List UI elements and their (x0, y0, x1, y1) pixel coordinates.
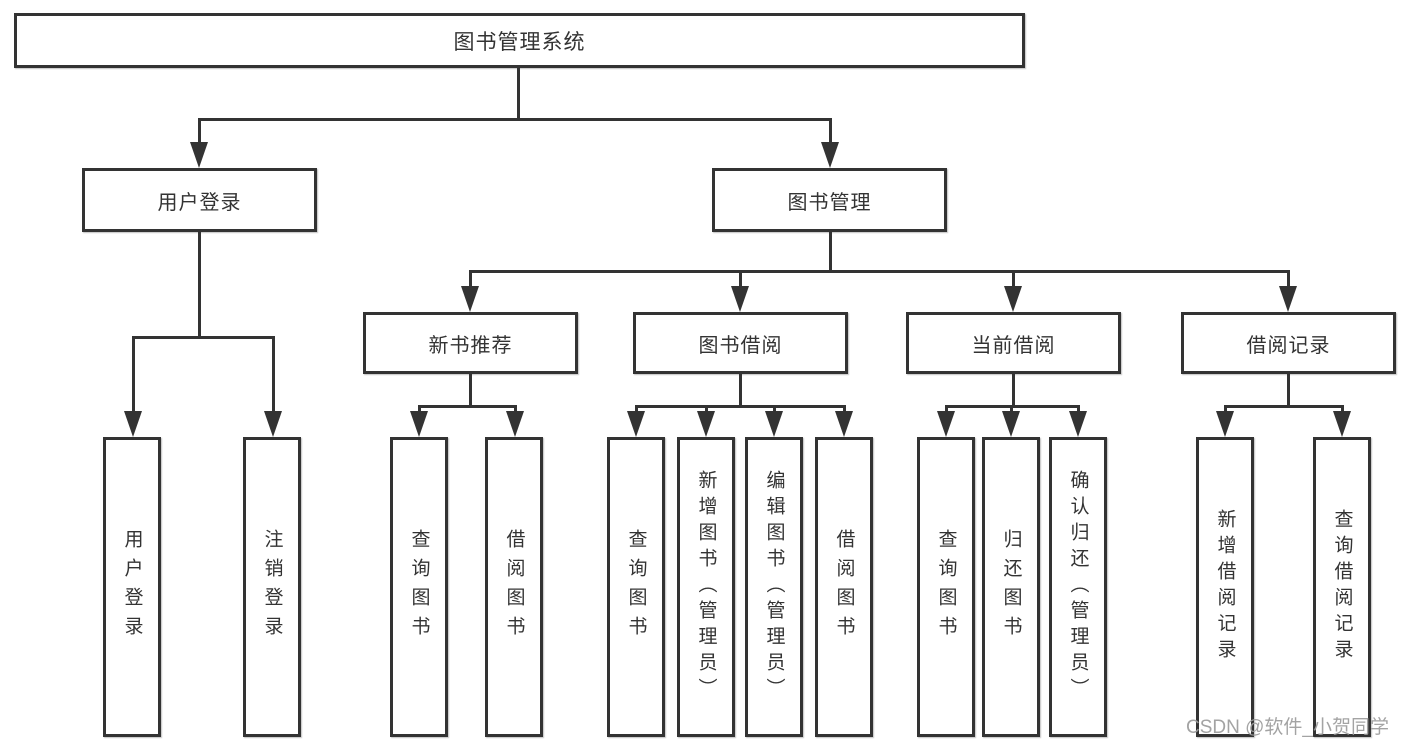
node-query-books-1: 查询图书 (390, 437, 448, 737)
connector-group-split (635, 405, 846, 408)
connector-stem (945, 405, 948, 413)
connector-group-trunk (1287, 374, 1290, 405)
arrow-down-icon (697, 411, 715, 437)
node-return-books: 归还图书 (982, 437, 1040, 737)
arrow-down-icon (1069, 411, 1087, 437)
connector-user-login-split (132, 336, 275, 339)
connector-stem (1341, 405, 1344, 413)
arrow-down-icon (765, 411, 783, 437)
connector-group-trunk (739, 374, 742, 405)
node-query-books-2: 查询图书 (607, 437, 665, 737)
connector-stem (705, 405, 708, 413)
node-current-borrowing: 当前借阅 (906, 312, 1121, 374)
connector-stem (1077, 405, 1080, 413)
node-add-borrow-record: 新增借阅记录 (1196, 437, 1254, 737)
connector-stem (1287, 270, 1290, 288)
connector-stem (829, 118, 832, 144)
node-library-management-system: 图书管理系统 (14, 13, 1025, 68)
node-new-book-recommend: 新书推荐 (363, 312, 578, 374)
arrow-down-icon (1004, 286, 1022, 312)
connector-stem (132, 336, 135, 412)
node-edit-books-admin: 编辑图书（管理员） (745, 437, 803, 737)
connector-stem (272, 336, 275, 412)
connector-stem (469, 270, 472, 288)
node-book-management: 图书管理 (712, 168, 947, 232)
node-user-login-group: 用户登录 (82, 168, 317, 232)
node-borrow-records: 借阅记录 (1181, 312, 1396, 374)
arrow-down-icon (1216, 411, 1234, 437)
connector-stem (1012, 270, 1015, 288)
connector-group-split (1224, 405, 1344, 408)
node-borrow-books-2: 借阅图书 (815, 437, 873, 737)
connector-group-trunk (469, 374, 472, 405)
arrow-down-icon (1002, 411, 1020, 437)
arrow-down-icon (627, 411, 645, 437)
arrow-down-icon (264, 411, 282, 437)
connector-group-split (418, 405, 517, 408)
arrow-down-icon (937, 411, 955, 437)
connector-book-mgmt-trunk (829, 232, 832, 270)
connector-stem (773, 405, 776, 413)
connector-stem (635, 405, 638, 413)
arrow-down-icon (835, 411, 853, 437)
connector-stem (418, 405, 421, 413)
connector-group-trunk (1012, 374, 1015, 405)
arrow-down-icon (461, 286, 479, 312)
connector-stem (739, 270, 742, 288)
arrow-down-icon (821, 142, 839, 168)
node-borrow-books-1: 借阅图书 (485, 437, 543, 737)
node-logout: 注销登录 (243, 437, 301, 737)
node-query-books-3: 查询图书 (917, 437, 975, 737)
connector-level2-split (198, 118, 832, 121)
node-add-books-admin: 新增图书（管理员） (677, 437, 735, 737)
connector-level3-split (469, 270, 1290, 273)
connector-stem (1010, 405, 1013, 413)
arrow-down-icon (190, 142, 208, 168)
connector-stem (198, 118, 201, 144)
node-confirm-return-admin: 确认归还（管理员） (1049, 437, 1107, 737)
arrow-down-icon (410, 411, 428, 437)
connector-root-trunk (517, 68, 520, 118)
arrow-down-icon (1279, 286, 1297, 312)
connector-stem (1224, 405, 1227, 413)
node-user-login: 用户登录 (103, 437, 161, 737)
connector-stem (514, 405, 517, 413)
connector-stem (843, 405, 846, 413)
arrow-down-icon (731, 286, 749, 312)
arrow-down-icon (1333, 411, 1351, 437)
connector-user-login-trunk (198, 232, 201, 336)
arrow-down-icon (506, 411, 524, 437)
node-book-borrowing: 图书借阅 (633, 312, 848, 374)
node-query-borrow-record: 查询借阅记录 (1313, 437, 1371, 737)
csdn-watermark: CSDN @软件_小贺同学 (1186, 717, 1389, 738)
arrow-down-icon (124, 411, 142, 437)
